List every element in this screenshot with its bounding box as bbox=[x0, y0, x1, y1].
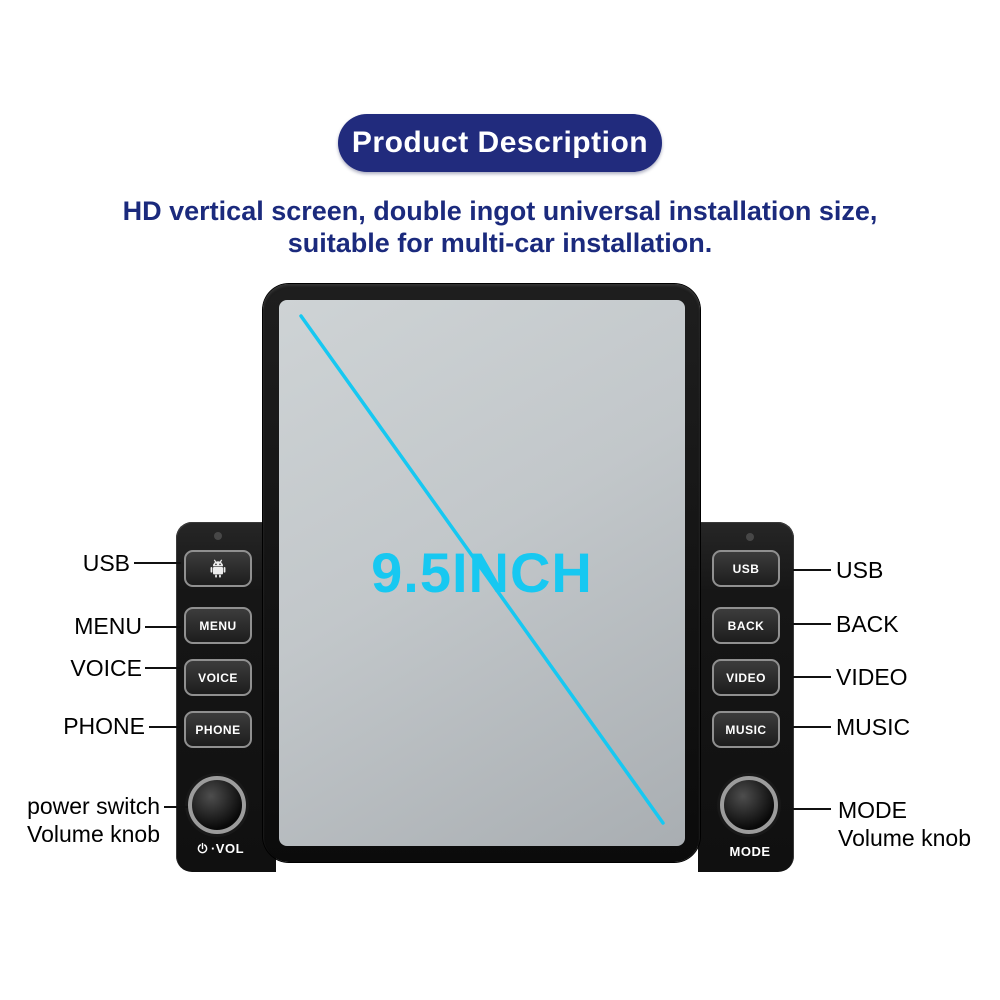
title-badge: Product Description bbox=[338, 114, 662, 172]
callout-line bbox=[793, 676, 831, 678]
callout-volume-knob-line: Volume knob bbox=[27, 820, 160, 847]
callout-line bbox=[793, 569, 831, 571]
callout-mode-knob: MODE Volume knob bbox=[838, 797, 971, 852]
usb-android-button bbox=[184, 550, 252, 587]
title-badge-label: Product Description bbox=[351, 126, 649, 159]
callout-power-switch-line: power switch bbox=[27, 793, 160, 819]
mode-knob-label: MODE bbox=[729, 844, 771, 859]
callout-back: BACK bbox=[836, 611, 899, 637]
callout-menu: MENU bbox=[74, 613, 142, 639]
callout-usb-right: USB bbox=[836, 557, 884, 583]
mic-dot-right bbox=[746, 533, 754, 541]
callout-line bbox=[793, 623, 831, 625]
power-icon bbox=[197, 842, 208, 854]
menu-button: MENU bbox=[184, 607, 252, 644]
vol-label-text: ·VOL bbox=[210, 841, 245, 856]
callout-line bbox=[164, 806, 188, 808]
voice-button: VOICE bbox=[184, 659, 252, 696]
callout-line bbox=[134, 562, 181, 564]
android-icon bbox=[210, 559, 226, 578]
callout-video: VIDEO bbox=[836, 664, 908, 690]
mic-dot-left bbox=[214, 532, 222, 540]
subtitle-line-2: suitable for multi-car installation. bbox=[287, 228, 713, 259]
callout-mode-line: MODE bbox=[838, 797, 907, 823]
subtitle-line-1: HD vertical screen, double ingot univers… bbox=[122, 196, 878, 226]
music-button: MUSIC bbox=[712, 711, 780, 748]
callout-music: MUSIC bbox=[836, 714, 911, 740]
callout-usb-left: USB bbox=[82, 550, 130, 576]
phone-button: PHONE bbox=[184, 711, 252, 748]
back-button: BACK bbox=[712, 607, 780, 644]
mode-volume-knob bbox=[720, 776, 778, 834]
usb-button: USB bbox=[712, 550, 780, 587]
callout-line bbox=[145, 667, 181, 669]
subtitle: HD vertical screen, double ingot univers… bbox=[0, 195, 1000, 260]
callout-line bbox=[145, 626, 181, 628]
screen-size-label: 9.5INCH bbox=[371, 541, 593, 604]
callout-line bbox=[793, 726, 831, 728]
power-volume-knob bbox=[188, 776, 246, 834]
callout-voice: VOICE bbox=[70, 655, 142, 681]
callout-line bbox=[149, 726, 181, 728]
power-volume-knob-label: ·VOL bbox=[174, 841, 266, 856]
callout-line bbox=[793, 808, 831, 810]
callout-phone: PHONE bbox=[63, 713, 145, 739]
video-button: VIDEO bbox=[712, 659, 780, 696]
callout-power-volume-knob: power switch Volume knob bbox=[27, 793, 160, 848]
callout-volume-knob-line-right: Volume knob bbox=[838, 824, 971, 851]
